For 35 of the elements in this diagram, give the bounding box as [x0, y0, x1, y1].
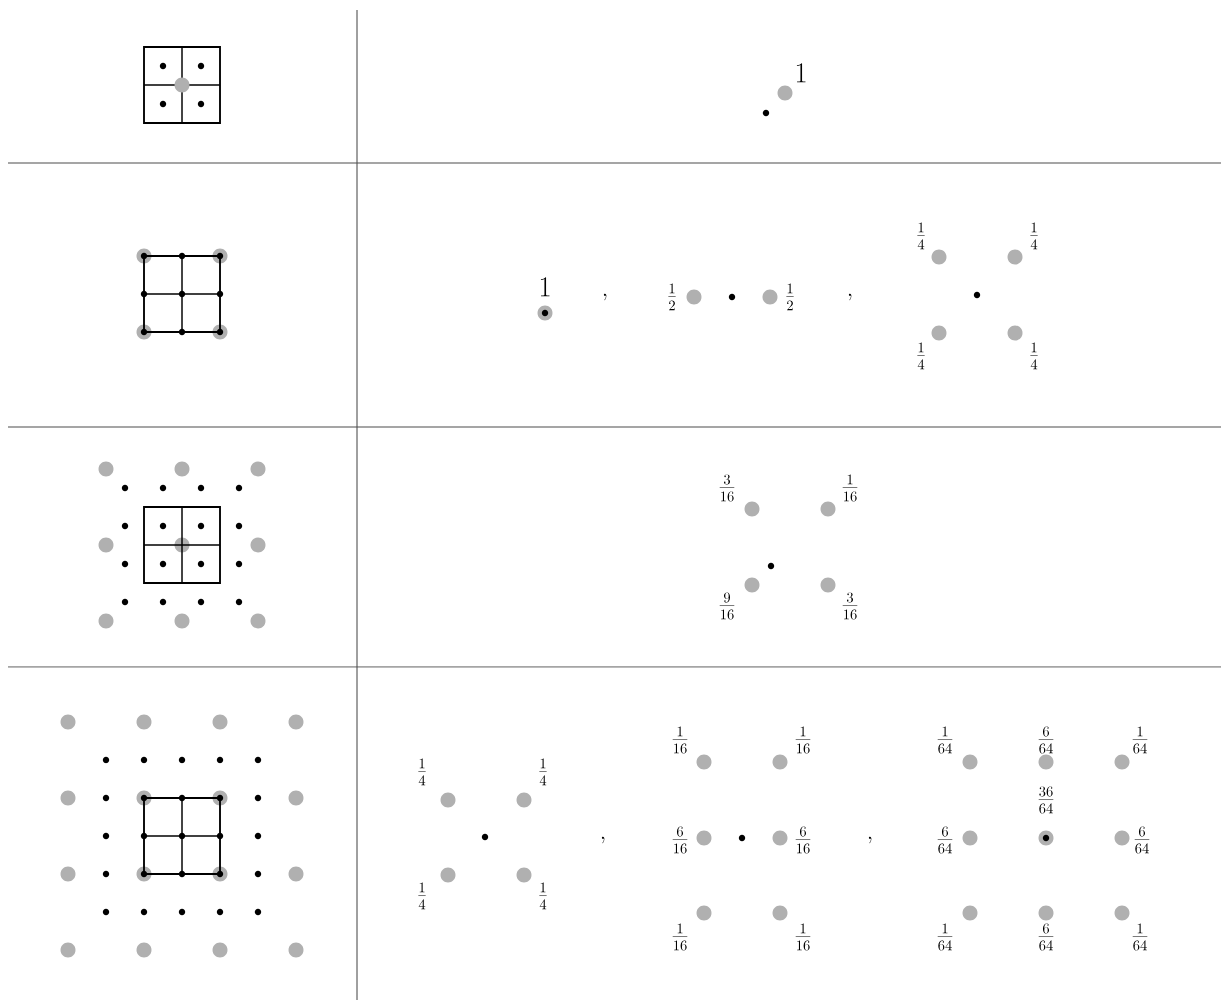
weight-label: $\frac{1}{4}$: [1030, 342, 1038, 370]
weight-label: $\frac{1}{2}$: [786, 283, 794, 311]
weight-label: $1$: [796, 63, 806, 83]
weight-label: $\frac{1}{64}$: [937, 923, 953, 951]
comma: $,$: [603, 293, 607, 301]
weight-label: $\frac{3}{16}$: [842, 592, 858, 620]
weight-label: $\frac{1}{64}$: [1132, 923, 1148, 951]
weight-label: $\frac{9}{16}$: [719, 592, 735, 620]
weight-label: $\frac{1}{4}$: [1030, 222, 1038, 250]
weight-label: $\frac{1}{16}$: [795, 726, 811, 754]
weight-label: $\frac{3}{16}$: [719, 474, 735, 502]
weight-label: $\frac{1}{64}$: [937, 726, 953, 754]
weight-label: $\frac{1}{16}$: [842, 474, 858, 502]
comma: $,$: [848, 293, 852, 301]
weight-label: $\frac{1}{64}$: [1132, 726, 1148, 754]
weight-label: $\frac{6}{64}$: [1134, 826, 1150, 854]
weight-label: $\frac{1}{4}$: [418, 758, 426, 786]
weight-label: $\frac{6}{64}$: [1038, 726, 1054, 754]
weight-label: $\frac{1}{16}$: [795, 923, 811, 951]
weight-label: $\frac{1}{16}$: [672, 726, 688, 754]
weight-label: $1$: [540, 277, 550, 297]
weight-label: $\frac{6}{64}$: [937, 826, 953, 854]
weight-label: $\frac{6}{64}$: [1038, 923, 1054, 951]
weight-label: $\frac{1}{4}$: [539, 882, 547, 910]
comma: $,$: [601, 836, 605, 844]
weight-label: $\frac{36}{64}$: [1038, 786, 1054, 814]
weight-label: $\frac{6}{16}$: [672, 826, 688, 854]
weight-label: $\frac{1}{4}$: [418, 882, 426, 910]
weight-label: $\frac{1}{4}$: [539, 758, 547, 786]
weight-label: $\frac{1}{2}$: [668, 283, 676, 311]
weight-label: $\frac{1}{4}$: [917, 342, 925, 370]
weight-label: $\frac{1}{4}$: [917, 222, 925, 250]
weight-label: $\frac{1}{16}$: [672, 923, 688, 951]
weight-label: $\frac{6}{16}$: [795, 826, 811, 854]
comma: $,$: [868, 836, 872, 844]
